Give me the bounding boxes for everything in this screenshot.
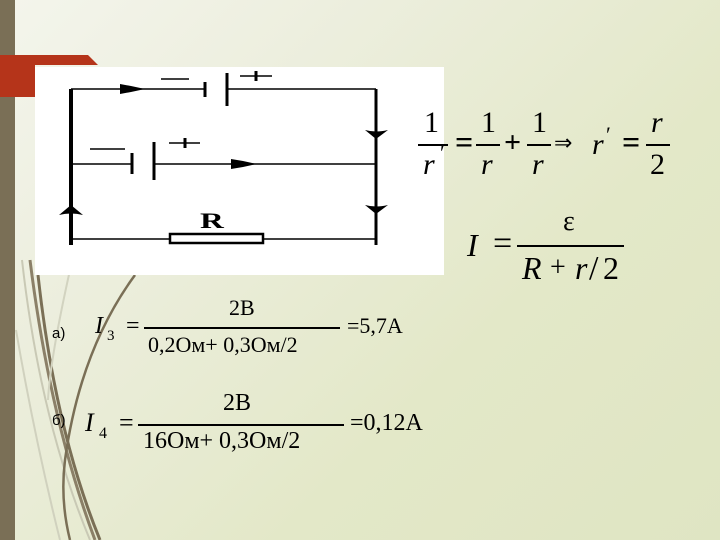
fraction-bar [144,327,340,329]
result: =5,7А [347,313,403,338]
term1-denominator: r [481,148,493,181]
equals-sign: = [493,225,513,262]
fraction-bar [517,245,624,247]
equals-sign: = [622,124,641,160]
den-slash: / [589,250,599,287]
term2-numerator: 1 [532,106,547,139]
title-banner [0,55,98,97]
circuit-schematic [59,71,388,245]
numerator: 2В [229,295,255,320]
current-symbol: I [85,408,94,437]
current-symbol: I [467,227,478,263]
term1-numerator: 1 [481,106,496,139]
fraction-bar [138,424,344,426]
circuit-diagram: R [35,67,444,275]
prime-mark: ′ [606,122,611,147]
fraction-bar [476,144,500,146]
current-symbol: I [95,313,103,339]
subscript: 3 [107,328,115,344]
den-plus: + [550,252,566,283]
term2-denominator: r [532,148,544,181]
equals-sign: = [455,124,474,160]
case-a-label: а) [52,325,66,342]
denominator: 0,2Ом+ 0,3Ом/2 [148,332,298,357]
lhs-numerator: 1 [424,106,439,139]
den-r: r [575,250,588,286]
accent-side-bar [0,0,15,540]
lhs-denominator: r [423,148,435,181]
fraction-bar [646,144,670,146]
r-prime: r [592,128,604,161]
emf-symbol: ε [563,206,575,237]
result: =0,12А [350,410,423,436]
case-b-label: б) [52,412,66,429]
denominator: 16Ом+ 0,3Ом/2 [143,428,301,454]
equals-sign: = [119,408,134,437]
prime-mark: ′ [440,140,445,165]
subscript: 4 [99,425,107,442]
fraction-bar [418,144,448,146]
result-numerator: r [651,106,663,139]
numerator: 2В [223,390,252,416]
resistor-label: R [200,208,226,233]
result-denominator: 2 [650,148,665,181]
plus-sign: + [504,126,522,159]
fraction-bar [527,144,551,146]
den-R: R [522,250,542,286]
equals-sign: = [126,313,140,339]
implies-arrow: ⇒ [554,130,573,155]
den-two: 2 [603,250,619,286]
